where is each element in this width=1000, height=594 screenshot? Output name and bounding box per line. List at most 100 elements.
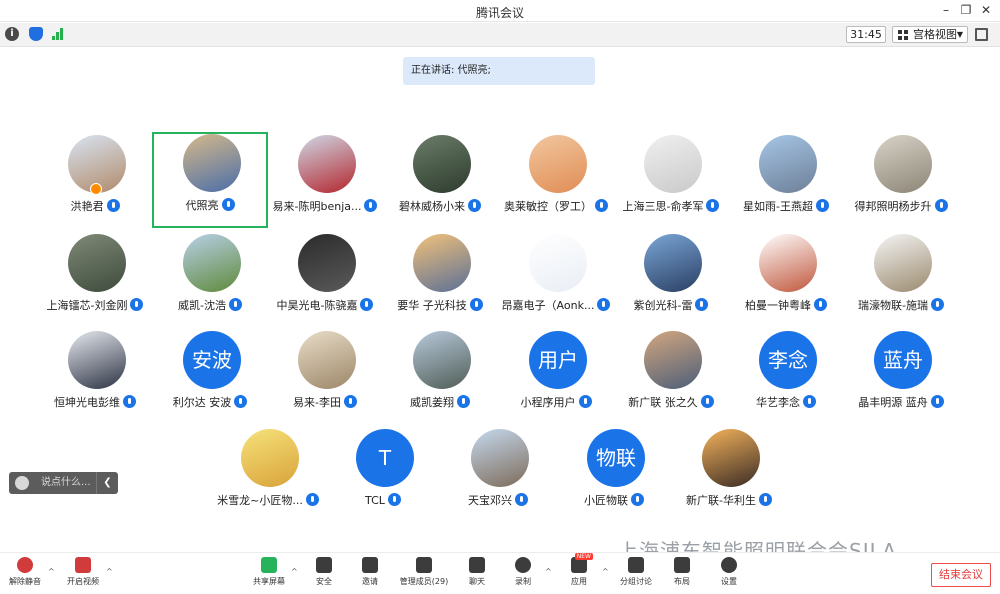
participant-tile[interactable]: 蓝舟晶丰明源 蓝舟 <box>843 329 959 425</box>
mic-icon <box>930 395 944 408</box>
participant-tile[interactable]: 星如雨-王燕超 <box>728 133 844 229</box>
participant-name-row: 威凯-沈浩 <box>142 298 278 314</box>
apps-button[interactable]: NEW 应用 <box>571 553 593 586</box>
mic-icon <box>364 199 378 212</box>
shield-icon[interactable] <box>29 27 43 41</box>
participant-tile[interactable]: 瑞濠物联-施瑞 <box>843 232 959 328</box>
restore-icon[interactable]: ❐ <box>960 3 972 17</box>
participant-tile[interactable]: 物联小匠物联 <box>556 427 672 523</box>
grid-icon <box>898 30 908 40</box>
participant-name: 代照亮 <box>185 199 219 212</box>
minimize-icon[interactable]: – <box>943 3 949 17</box>
record-options-caret[interactable]: ^ <box>545 567 552 576</box>
end-meeting-button[interactable]: 结束会议 <box>931 563 991 587</box>
participant-name-row: 柏曼一钟粤峰 <box>718 298 854 314</box>
participant-name: 星如雨-王燕超 <box>743 200 813 213</box>
participant-tile[interactable]: 易来-李田 <box>267 329 383 425</box>
collapse-chat-icon[interactable]: ❮ <box>96 472 118 494</box>
participant-tile[interactable]: 代照亮 <box>152 132 268 228</box>
audio-options-caret[interactable]: ^ <box>48 567 55 576</box>
participant-tile[interactable]: 米雪龙~小匠物... <box>210 427 326 523</box>
participant-tile[interactable]: 新广联 张之久 <box>613 329 729 425</box>
participant-tile[interactable]: 威凯姜翔 <box>382 329 498 425</box>
close-icon[interactable]: ✕ <box>980 3 992 17</box>
caret-down-icon: ▼ <box>956 30 963 39</box>
mic-icon <box>305 493 319 506</box>
avatar <box>298 135 356 193</box>
chat-input[interactable]: 说点什么... ❮ <box>9 472 118 494</box>
participant-tile[interactable]: 奥莱敏控（罗工） <box>498 133 614 229</box>
participant-name: 碧林威杨小来 <box>399 200 465 213</box>
participant-tile[interactable]: 李念华艺李念 <box>728 329 844 425</box>
info-icon[interactable]: i <box>5 27 19 41</box>
avatar <box>183 134 241 192</box>
chat-button[interactable]: 聊天 <box>459 557 495 593</box>
avatar: 蓝舟 <box>874 331 932 389</box>
settings-button[interactable]: 设置 <box>711 557 747 593</box>
share-screen-button[interactable]: 共享屏幕 <box>250 557 288 593</box>
share-screen-icon <box>261 557 277 573</box>
participant-tile[interactable]: 用户小程序用户 <box>498 329 614 425</box>
participant-tile[interactable]: 洪艳君 <box>37 133 153 229</box>
participant-tile[interactable]: 碧林威杨小来 <box>382 133 498 229</box>
start-video-button[interactable]: 开启视频 <box>64 557 102 593</box>
layout-button[interactable]: 布局 <box>664 557 700 593</box>
apps-options-caret[interactable]: ^ <box>602 567 609 576</box>
mic-icon <box>814 298 827 311</box>
participant-name-row: 碧林威杨小来 <box>372 199 508 215</box>
participant-tile[interactable]: 天宝邓兴 <box>440 427 556 523</box>
participant-name-row: 新广联-华利生 <box>661 493 797 509</box>
emoji-icon[interactable] <box>15 476 29 490</box>
speaking-indicator: 正在讲话: 代照亮; <box>403 57 595 85</box>
participant-name: 要华 子光科技 <box>397 299 467 312</box>
participant-tile[interactable]: 恒坤光电彭维 <box>37 329 153 425</box>
participant-tile[interactable]: 易来-陈明benja... <box>267 133 383 229</box>
participant-tile[interactable]: 中昊光电-陈骁嘉 <box>267 232 383 328</box>
breakout-button[interactable]: 分组讨论 <box>616 557 656 593</box>
mic-icon <box>130 298 144 311</box>
participant-name: 紫创光科-雷 <box>633 299 693 312</box>
participant-name: 新广联-华利生 <box>686 494 756 507</box>
participant-tile[interactable]: 上海镭芯-刘金刚 <box>37 232 153 328</box>
avatar <box>413 135 471 193</box>
participant-name: 新广联 张之久 <box>628 396 698 409</box>
fullscreen-icon[interactable] <box>975 28 988 41</box>
manage-members-button[interactable]: 管理成员(29) <box>398 557 450 593</box>
participant-tile[interactable]: 安波利尔达 安波 <box>152 329 268 425</box>
add-user-icon <box>362 557 378 573</box>
video-options-caret[interactable]: ^ <box>106 567 113 576</box>
participant-tile[interactable]: 紫创光科-雷 <box>613 232 729 328</box>
gear-icon <box>721 557 737 573</box>
apps-icon: NEW <box>571 553 593 573</box>
avatar <box>68 234 126 292</box>
participant-tile[interactable]: 新广联-华利生 <box>671 427 787 523</box>
participant-name: 易来-陈明benja... <box>272 200 362 213</box>
participant-tile[interactable]: 上海三思-俞孝军 <box>613 133 729 229</box>
record-button[interactable]: 录制 <box>505 557 541 593</box>
security-button[interactable]: 安全 <box>306 557 342 593</box>
participant-tile[interactable]: 要华 子光科技 <box>382 232 498 328</box>
new-badge: NEW <box>574 553 593 560</box>
share-options-caret[interactable]: ^ <box>291 567 298 576</box>
participant-tile[interactable]: 威凯-沈浩 <box>152 232 268 328</box>
participant-name: 威凯姜翔 <box>410 396 454 409</box>
grid-view-button[interactable]: 宫格视图 ▼ <box>892 26 968 43</box>
participant-tile[interactable]: 得邦照明杨步升 <box>843 133 959 229</box>
participant-tile[interactable]: 昂嘉电子（Aonk... <box>498 232 614 328</box>
participant-name-row: 中昊光电-陈骁嘉 <box>257 298 393 314</box>
participant-tile[interactable]: 柏曼一钟粤峰 <box>728 232 844 328</box>
signal-icon[interactable] <box>52 28 66 40</box>
participant-name-row: 易来-陈明benja... <box>257 199 393 215</box>
participant-name: 中昊光电-陈骁嘉 <box>276 299 358 312</box>
record-icon <box>515 557 531 573</box>
unmute-button[interactable]: 解除静音 <box>6 557 44 593</box>
mic-icon <box>343 395 357 408</box>
participant-name-row: 华艺李念 <box>718 395 854 411</box>
avatar <box>183 234 241 292</box>
mic-icon <box>228 298 242 311</box>
mic-icon <box>803 395 816 408</box>
participant-name-row: 小程序用户 <box>488 395 624 411</box>
invite-button[interactable]: 邀请 <box>352 557 388 593</box>
participant-name: 洪艳君 <box>70 200 104 213</box>
